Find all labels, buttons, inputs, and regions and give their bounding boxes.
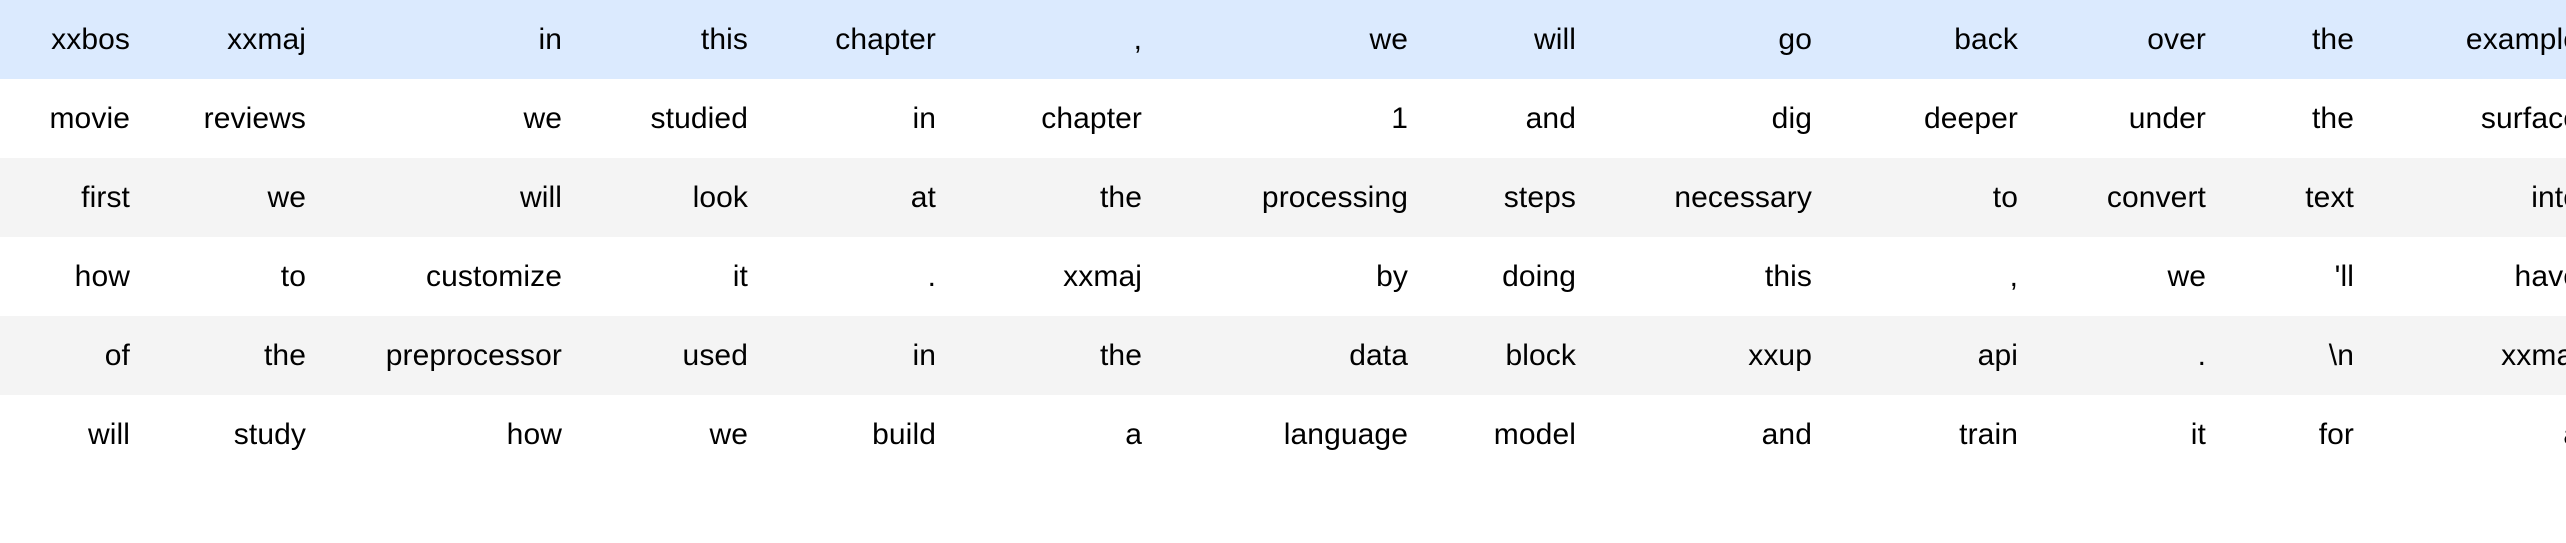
token-cell: a <box>954 395 1160 474</box>
token-cell: doing <box>1426 237 1594 316</box>
token-cell: will <box>0 395 148 474</box>
token-cell: the <box>954 316 1160 395</box>
token-cell: this <box>580 0 766 79</box>
token-cell: by <box>1160 237 1426 316</box>
token-cell: text <box>2224 158 2372 237</box>
token-cell: xxbos <box>0 0 148 79</box>
token-cell: we <box>324 79 580 158</box>
token-cell: it <box>580 237 766 316</box>
token-cell: will <box>1426 0 1594 79</box>
token-cell: study <box>148 395 324 474</box>
token-cell: in <box>324 0 580 79</box>
token-cell: xxmaj <box>2372 316 2566 395</box>
token-cell: xxup <box>1594 316 1830 395</box>
token-cell: language <box>1160 395 1426 474</box>
token-cell: the <box>2224 79 2372 158</box>
token-cell: we <box>1160 0 1426 79</box>
token-cell: . <box>766 237 954 316</box>
token-cell: . <box>2036 316 2224 395</box>
token-cell: the <box>2224 0 2372 79</box>
token-cell: customize <box>324 237 580 316</box>
token-cell: 'll <box>2224 237 2372 316</box>
token-cell: how <box>324 395 580 474</box>
token-cell: xxmaj <box>954 237 1160 316</box>
token-cell: api <box>1830 316 2036 395</box>
token-cell: surface <box>2372 79 2566 158</box>
token-cell: steps <box>1426 158 1594 237</box>
token-cell: reviews <box>148 79 324 158</box>
token-cell: at <box>766 158 954 237</box>
token-cell: we <box>148 158 324 237</box>
token-cell: over <box>2036 0 2224 79</box>
token-cell: used <box>580 316 766 395</box>
token-cell: in <box>766 316 954 395</box>
token-cell: chapter <box>954 79 1160 158</box>
token-cell: to <box>148 237 324 316</box>
token-cell: how <box>0 237 148 316</box>
token-cell: and <box>1594 395 1830 474</box>
token-cell: data <box>1160 316 1426 395</box>
token-cell: we <box>580 395 766 474</box>
token-cell: model <box>1426 395 1594 474</box>
token-cell: go <box>1594 0 1830 79</box>
token-cell: in <box>766 79 954 158</box>
token-cell: build <box>766 395 954 474</box>
token-cell: back <box>1830 0 2036 79</box>
token-cell: into <box>2372 158 2566 237</box>
token-cell: and <box>1426 79 1594 158</box>
token-cell: will <box>324 158 580 237</box>
token-cell: of <box>0 316 148 395</box>
token-cell: have <box>2372 237 2566 316</box>
token-cell: train <box>1830 395 2036 474</box>
token-cell: necessary <box>1594 158 1830 237</box>
token-cell: to <box>1830 158 2036 237</box>
token-cell: , <box>954 0 1160 79</box>
token-cell: chapter <box>766 0 954 79</box>
token-cell: \n <box>2224 316 2372 395</box>
token-cell: processing <box>1160 158 1426 237</box>
token-cell: we <box>2036 237 2224 316</box>
token-cell: first <box>0 158 148 237</box>
token-cell: , <box>1830 237 2036 316</box>
token-cell: block <box>1426 316 1594 395</box>
token-cell: example <box>2372 0 2566 79</box>
token-cell: a <box>2372 395 2566 474</box>
token-cell: 1 <box>1160 79 1426 158</box>
token-cell: for <box>2224 395 2372 474</box>
token-cell: this <box>1594 237 1830 316</box>
token-cell: xxmaj <box>148 0 324 79</box>
token-cell: the <box>954 158 1160 237</box>
token-cell: preprocessor <box>324 316 580 395</box>
token-cell: under <box>2036 79 2224 158</box>
token-cell: deeper <box>1830 79 2036 158</box>
token-cell: it <box>2036 395 2224 474</box>
token-cell: look <box>580 158 766 237</box>
token-cell: convert <box>2036 158 2224 237</box>
token-cell: dig <box>1594 79 1830 158</box>
token-cell: movie <box>0 79 148 158</box>
token-cell: studied <box>580 79 766 158</box>
token-cell: the <box>148 316 324 395</box>
